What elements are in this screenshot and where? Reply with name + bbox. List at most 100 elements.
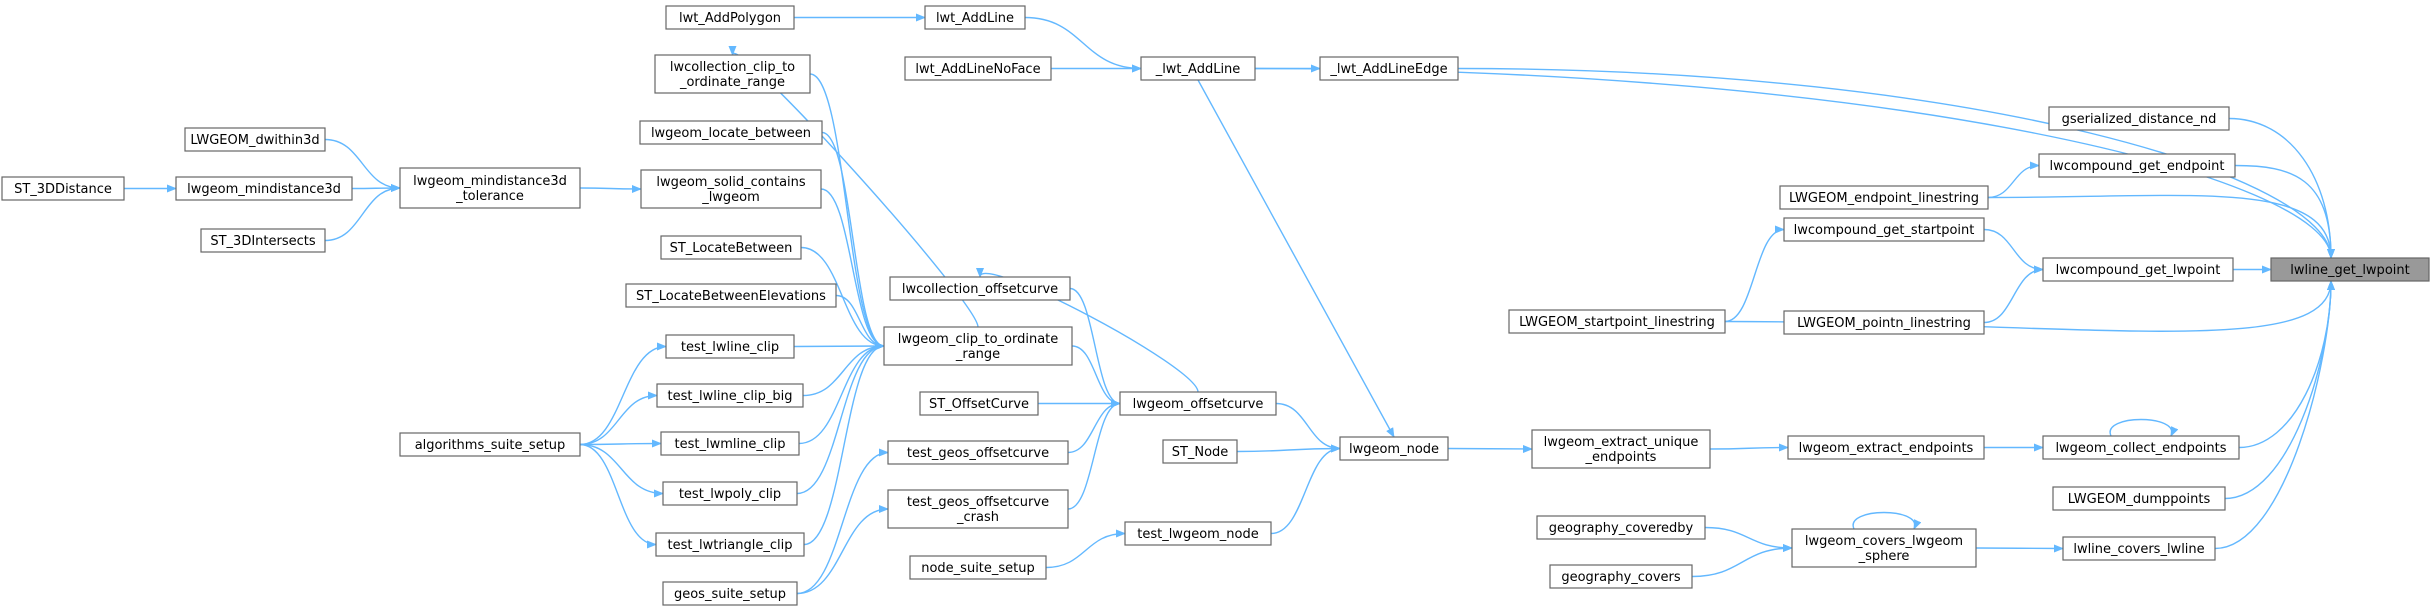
- node-test_lwtriangle_clip[interactable]: test_lwtriangle_clip: [655, 532, 805, 557]
- node-LWGEOM_startpoint_linestring[interactable]: LWGEOM_startpoint_linestring: [1508, 309, 1726, 334]
- node-geos_suite_setup[interactable]: geos_suite_setup: [662, 581, 798, 606]
- node-label: algorithms_suite_setup: [415, 438, 566, 453]
- node-box: [639, 120, 823, 145]
- node-node_suite_setup[interactable]: node_suite_setup: [909, 555, 1047, 580]
- node-LWGEOM_dumppoints[interactable]: LWGEOM_dumppoints: [2052, 486, 2226, 511]
- node-geography_coveredby[interactable]: geography_coveredby: [1536, 515, 1706, 540]
- edge-LWGEOM_dwithin3d-to-lwgeom_mindistance3d_tolerance: [324, 138, 401, 192]
- node-box: [654, 54, 811, 94]
- node-label: lwline_get_lwpoint: [2290, 263, 2409, 278]
- node-box: [665, 334, 795, 359]
- node-lwcompound_get_lwpoint[interactable]: lwcompound_get_lwpoint: [2042, 257, 2234, 282]
- node-box: [1791, 528, 1977, 568]
- node-label: geography_covers: [1561, 570, 1681, 585]
- node-ST_3DDistance[interactable]: ST_3DDistance: [1, 176, 125, 201]
- node-box: [175, 176, 353, 201]
- node-algorithms_suite_setup[interactable]: algorithms_suite_setup: [399, 432, 581, 457]
- node-lwgeom_collect_endpoints[interactable]: lwgeom_collect_endpoints: [2042, 435, 2240, 460]
- node-label: node_suite_setup: [921, 561, 1035, 576]
- node-lwgeom_offsetcurve[interactable]: lwgeom_offsetcurve: [1119, 391, 1277, 416]
- node-label: ST_LocateBetween: [670, 241, 793, 256]
- node-label: lwcollection_clip_to: [670, 60, 795, 75]
- node-lwgeom_clip_to_ordinate_range[interactable]: lwgeom_clip_to_ordinate_range: [883, 326, 1073, 366]
- node-lwgeom_mindistance3d[interactable]: lwgeom_mindistance3d: [175, 176, 353, 201]
- node-geography_covers[interactable]: geography_covers: [1549, 564, 1693, 589]
- node-box: [660, 431, 800, 456]
- node-box: [184, 127, 326, 152]
- node-lwcompound_get_startpoint[interactable]: lwcompound_get_startpoint: [1783, 217, 1985, 242]
- node-box: [656, 383, 804, 408]
- node-lwgeom_solid_contains_lwgeom[interactable]: lwgeom_solid_contains_lwgeom: [640, 169, 822, 209]
- node-label: test_lwpoly_clip: [679, 487, 781, 502]
- node-box: [2062, 536, 2216, 561]
- node-lwt_AddLineNoFace[interactable]: lwt_AddLineNoFace: [904, 56, 1052, 81]
- node-lwcollection_clip_to_ordinate_range[interactable]: lwcollection_clip_to_ordinate_range: [654, 54, 811, 94]
- node-box: [1140, 56, 1256, 81]
- node-ST_3DIntersects[interactable]: ST_3DIntersects: [200, 228, 326, 253]
- node-label: lwgeom_mindistance3d: [413, 174, 567, 189]
- node-_lwt_AddLine[interactable]: _lwt_AddLine: [1140, 56, 1256, 81]
- node-label: geography_coveredby: [1549, 521, 1694, 536]
- node-lwgeom_covers_lwgeom_sphere[interactable]: lwgeom_covers_lwgeom_sphere: [1791, 528, 1977, 568]
- node-lwgeom_extract_unique_endpoints[interactable]: lwgeom_extract_unique_endpoints: [1531, 429, 1711, 469]
- node-lwgeom_node[interactable]: lwgeom_node: [1339, 436, 1449, 461]
- edge-LWGEOM_startpoint_linestring-to-lwcompound_get_startpoint: [1724, 225, 1785, 323]
- node-label: lwgeom_mindistance3d: [187, 182, 341, 197]
- node-ST_Node[interactable]: ST_Node: [1162, 439, 1238, 464]
- edge-lwcompound_get_endpoint-to-lwline_get_lwpoint: [2234, 164, 2335, 259]
- node-box: [924, 5, 1026, 30]
- node-test_lwgeom_node[interactable]: test_lwgeom_node: [1124, 521, 1272, 546]
- node-lwt_AddLine[interactable]: lwt_AddLine: [924, 5, 1026, 30]
- node-label: lwgeom_node: [1349, 442, 1439, 457]
- node-lwline_covers_lwline[interactable]: lwline_covers_lwline: [2062, 536, 2216, 561]
- node-label: lwgeom_clip_to_ordinate: [898, 332, 1059, 347]
- node-label: LWGEOM_dumppoints: [2068, 492, 2211, 507]
- node-lwgeom_extract_endpoints[interactable]: lwgeom_extract_endpoints: [1787, 435, 1985, 460]
- node-LWGEOM_dwithin3d[interactable]: LWGEOM_dwithin3d: [184, 127, 326, 152]
- edge-lwt_AddLine-to-_lwt_AddLine: [1024, 16, 1142, 73]
- node-label: _tolerance: [455, 189, 524, 204]
- node-test_lwpoly_clip[interactable]: test_lwpoly_clip: [662, 481, 798, 506]
- node-test_geos_offsetcurve[interactable]: test_geos_offsetcurve: [887, 440, 1069, 465]
- node-LWGEOM_endpoint_linestring[interactable]: LWGEOM_endpoint_linestring: [1779, 185, 1989, 210]
- nodes-layer: lwline_get_lwpoint lwt_AddPolygon lwt_AddL…: [1, 5, 2430, 606]
- node-test_lwmline_clip[interactable]: test_lwmline_clip: [660, 431, 800, 456]
- node-box: [655, 532, 805, 557]
- node-label: lwcompound_get_lwpoint: [2056, 263, 2221, 278]
- edge-lwgeom_covers_lwgeom_sphere-to-lwgeom_covers_lwgeom_sphere: [1852, 511, 1922, 530]
- node-lwcollection_offsetcurve[interactable]: lwcollection_offsetcurve: [889, 276, 1071, 301]
- node-lwcompound_get_endpoint[interactable]: lwcompound_get_endpoint: [2038, 153, 2236, 178]
- node-lwt_AddPolygon[interactable]: lwt_AddPolygon: [665, 5, 795, 30]
- edge-lwgeom_solid_contains_lwgeom-to-lwgeom_clip_to_ordinate_range: [820, 188, 885, 350]
- edge-lwline_covers_lwline-to-lwline_get_lwpoint: [2214, 280, 2335, 550]
- node-box: [660, 235, 802, 260]
- node-test_lwline_clip[interactable]: test_lwline_clip: [665, 334, 795, 359]
- node-label: test_geos_offsetcurve: [907, 446, 1049, 461]
- node-box: [1787, 435, 1985, 460]
- node-lwgeom_mindistance3d_tolerance[interactable]: lwgeom_mindistance3d_tolerance: [399, 167, 581, 209]
- node-_lwt_AddLineEdge[interactable]: _lwt_AddLineEdge: [1319, 56, 1459, 81]
- node-label: test_lwtriangle_clip: [668, 538, 793, 553]
- node-label: lwgeom_extract_unique: [1544, 435, 1699, 450]
- edge-lwcompound_get_startpoint-to-lwcompound_get_lwpoint: [1983, 228, 2044, 274]
- node-label: test_lwgeom_node: [1137, 527, 1259, 542]
- node-label: lwgeom_solid_contains: [656, 175, 806, 190]
- node-ST_LocateBetweenElevations[interactable]: ST_LocateBetweenElevations: [625, 283, 837, 308]
- node-test_geos_offsetcurve_crash[interactable]: test_geos_offsetcurve_crash: [887, 489, 1069, 529]
- node-ST_LocateBetween[interactable]: ST_LocateBetween: [660, 235, 802, 260]
- node-box: [2270, 257, 2430, 282]
- node-test_lwline_clip_big[interactable]: test_lwline_clip_big: [656, 383, 804, 408]
- node-box: [1, 176, 125, 201]
- edge-lwgeom_collect_endpoints-to-lwgeom_collect_endpoints: [2109, 418, 2179, 437]
- node-label: lwt_AddLineNoFace: [915, 62, 1040, 77]
- node-lwline_get_lwpoint[interactable]: lwline_get_lwpoint: [2270, 257, 2430, 282]
- edge-_lwt_AddLineEdge-to-lwline_get_lwpoint: [1457, 67, 2335, 259]
- node-label: _range: [955, 347, 1000, 362]
- node-LWGEOM_pointn_linestring[interactable]: LWGEOM_pointn_linestring: [1783, 310, 1985, 335]
- node-lwgeom_locate_between[interactable]: lwgeom_locate_between: [639, 120, 823, 145]
- node-ST_OffsetCurve[interactable]: ST_OffsetCurve: [919, 391, 1039, 416]
- node-gserialized_distance_nd[interactable]: gserialized_distance_nd: [2048, 106, 2230, 131]
- node-label: _endpoints: [1585, 450, 1657, 465]
- node-label: lwgeom_extract_endpoints: [1799, 441, 1974, 456]
